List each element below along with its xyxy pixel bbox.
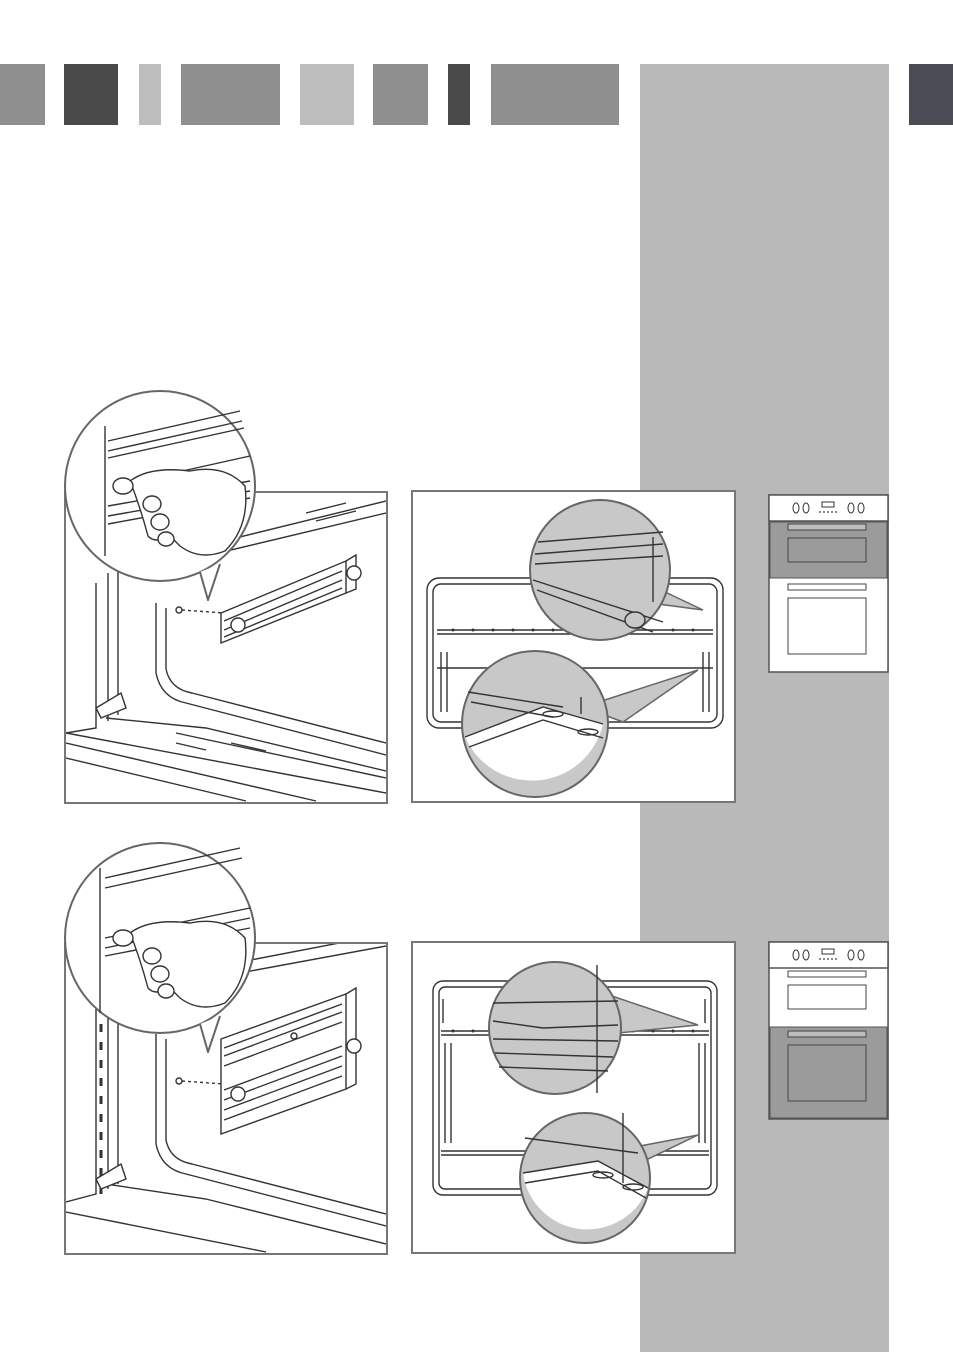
- magnifier-hand-detail: [60, 386, 260, 601]
- header-block-8: [491, 64, 619, 125]
- magnifier-hand-detail: [60, 838, 260, 1053]
- header-block-1: [0, 64, 45, 125]
- double-oven-bottom-highlighted-icon: [768, 941, 889, 1120]
- shelf-fitting-illustration: [413, 943, 734, 1252]
- header-block-4: [181, 64, 280, 125]
- header-block-5: [300, 64, 354, 125]
- lower-oven-shelf-fitting: [411, 941, 736, 1254]
- upper-oven-indicator: [768, 494, 889, 673]
- header-block-2: [64, 64, 118, 125]
- header-block-3: [139, 64, 161, 125]
- corner-tab: [909, 64, 953, 125]
- upper-magnifier-callout: [60, 386, 260, 601]
- lower-oven-indicator: [768, 941, 889, 1120]
- lower-magnifier-callout: [60, 838, 260, 1053]
- upper-oven-shelf-fitting: [411, 490, 736, 803]
- double-oven-top-highlighted-icon: [768, 494, 889, 673]
- header-block-6: [373, 64, 428, 125]
- header-block-7: [448, 64, 470, 125]
- shelf-fitting-illustration: [413, 492, 734, 801]
